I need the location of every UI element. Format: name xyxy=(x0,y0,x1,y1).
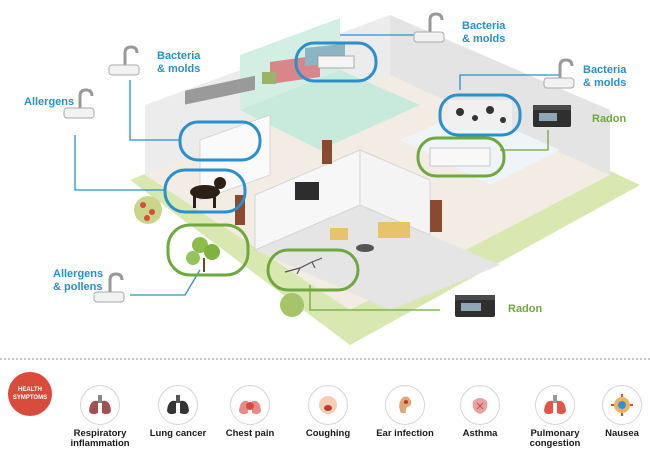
symptom-label: Respiratory inflammation xyxy=(70,428,130,449)
air-sampler-icon-4 xyxy=(63,88,95,119)
label-bacteria-molds-1: Bacteria & molds xyxy=(462,20,506,45)
highlight-kitchen xyxy=(178,120,262,162)
door-3 xyxy=(430,200,442,232)
line-radon-2 xyxy=(309,285,440,311)
symptom-label: Asthma xyxy=(462,428,498,439)
highlight-sink xyxy=(416,136,506,178)
highlight-bathroom xyxy=(438,93,522,137)
crack-icon xyxy=(284,257,323,275)
symptom-item: Lung cancer xyxy=(138,385,218,439)
symptom-label: Pulmonary congestion xyxy=(529,428,581,449)
line-allergens-pollens xyxy=(130,269,201,296)
plant-icon xyxy=(186,237,220,272)
health-symptoms-label: HEALTH SYMPTOMS xyxy=(12,387,48,401)
label-bacteria-molds-2: Bacteria & molds xyxy=(157,50,201,75)
label-bacteria-molds-3: Bacteria & molds xyxy=(583,64,627,89)
symptom-label: Ear infection xyxy=(376,428,434,439)
line-bacteria-3 xyxy=(459,74,560,90)
wall-art xyxy=(262,72,276,84)
chest-pain-icon xyxy=(230,385,270,425)
line-allergens xyxy=(74,135,165,191)
label-radon-2: Radon xyxy=(508,303,543,315)
bathroom-floor xyxy=(400,110,560,185)
symptom-label: Coughing xyxy=(305,428,351,439)
health-symptoms-badge: HEALTH SYMPTOMS xyxy=(8,372,52,416)
living-floor xyxy=(255,205,500,310)
asthma-icon xyxy=(460,385,500,425)
air-sampler-icon-5 xyxy=(93,272,125,303)
symptom-item: Coughing xyxy=(288,385,368,439)
dog-icon xyxy=(190,177,226,208)
bedroom-floor xyxy=(240,70,420,150)
lungs-inflamed-icon xyxy=(80,385,120,425)
radon-monitor-icon-1 xyxy=(533,105,571,127)
highlight-ac xyxy=(294,41,378,83)
symptom-label: Lung cancer xyxy=(149,428,207,439)
line-bacteria-1 xyxy=(129,80,180,141)
symptom-label: Chest pain xyxy=(225,428,275,439)
air-sampler-icon-1 xyxy=(413,12,445,43)
ear-icon xyxy=(385,385,425,425)
lungs-dark-icon xyxy=(158,385,198,425)
sofa-yellow-2 xyxy=(378,222,410,238)
symptom-label: Nausea xyxy=(605,428,639,439)
sink xyxy=(429,147,491,167)
label-allergens-pollens: Allergens & pollens xyxy=(53,268,104,293)
label-allergens: Allergens xyxy=(24,96,75,108)
nausea-icon xyxy=(602,385,642,425)
radon-monitor-icon-2 xyxy=(455,295,495,317)
symptom-item: Nausea xyxy=(582,385,650,439)
highlight-plant xyxy=(166,223,250,277)
symptom-item: Chest pain xyxy=(210,385,290,439)
symptom-item: Respiratory inflammation xyxy=(60,385,140,449)
highlight-crack xyxy=(266,248,360,292)
symptom-item: Ear infection xyxy=(365,385,445,439)
kitchen-counter xyxy=(185,75,255,105)
sofa-yellow-1 xyxy=(330,228,348,240)
door-2 xyxy=(235,195,245,225)
symptom-item: Asthma xyxy=(440,385,520,439)
coughing-icon xyxy=(308,385,348,425)
air-conditioner xyxy=(317,55,355,69)
bush-green xyxy=(280,293,304,317)
section-divider xyxy=(0,358,650,361)
mold-tiles xyxy=(448,100,512,130)
lungs-congestion-icon xyxy=(535,385,575,425)
line-radon-1 xyxy=(500,130,549,151)
coffee-table xyxy=(356,244,374,252)
highlight-dog xyxy=(163,168,247,214)
label-radon-1: Radon xyxy=(592,113,627,125)
symptom-item: Pulmonary congestion xyxy=(515,385,595,449)
tv xyxy=(295,182,319,200)
door-1 xyxy=(322,140,332,164)
air-sampler-icon-3 xyxy=(543,58,575,89)
air-sampler-icon-2 xyxy=(108,45,140,76)
